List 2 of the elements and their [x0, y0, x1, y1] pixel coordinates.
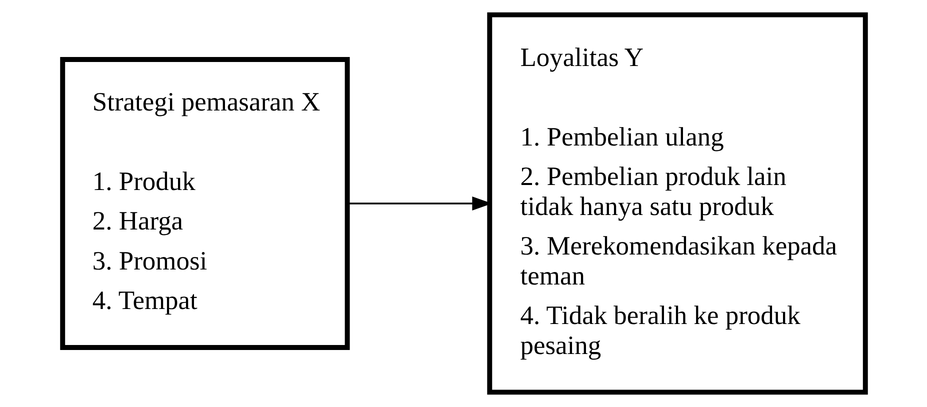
node-box: Strategi pemasaran X 1. Produk 2. Harga 3. Promosi 4. Tempat: [60, 57, 350, 350]
node-box: Loyalitas Y 1. Pembelian ulang 2. Pembelian produk lain tidak hanya satu produk 3. Merekomendasikan kepada teman 4. Tidak beralih ke produk pesaing: [486, 12, 868, 395]
